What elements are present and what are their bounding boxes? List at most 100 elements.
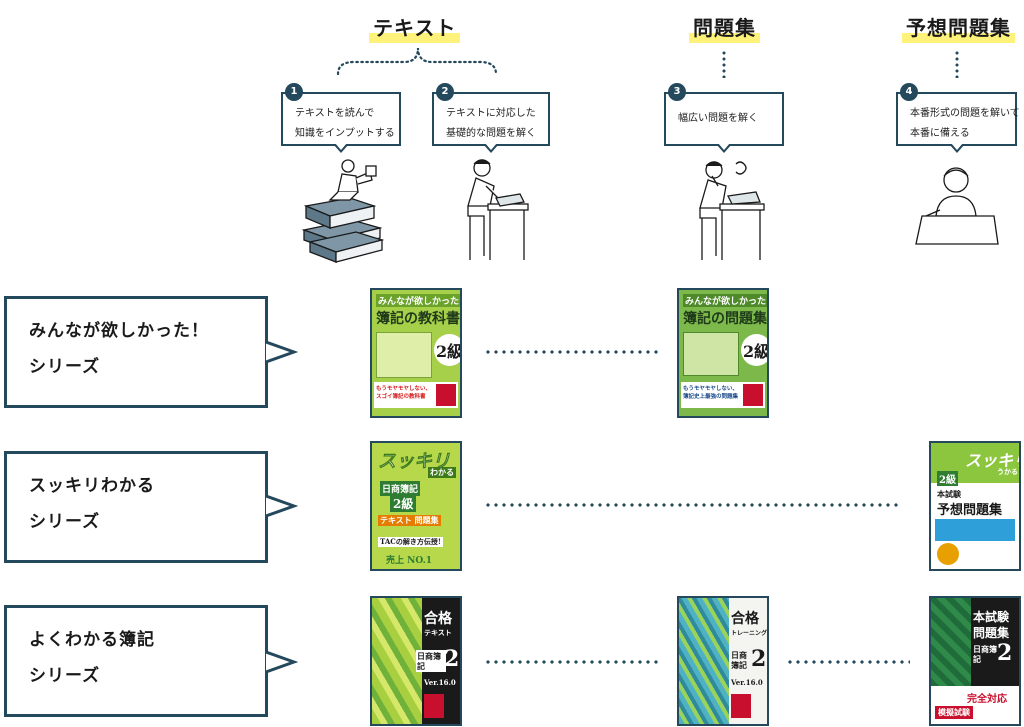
book-sukkiri-text-band: TACの解き方伝授! (378, 537, 443, 547)
step-2-line2: 基礎的な問題を解く (446, 128, 536, 139)
book-yoku-problems-pattern (679, 598, 729, 724)
dots-minna-row (484, 350, 660, 354)
book-minna-text-badge (436, 384, 456, 406)
book-yoku-text-ver: Ver.16.0 (424, 678, 456, 687)
book-sukkiri-text-grade: 2級 (390, 495, 417, 512)
book-sukkiri-text-bottom: 売上 NO.1 (386, 556, 433, 566)
step-4-line1: 本番形式の問題を解いて (910, 108, 1020, 119)
step-4-line2: 本番に備える (910, 128, 970, 139)
step-1-line1: テキストを読んで (295, 108, 375, 119)
book-yoku-problems[interactable]: 合格 トレーニング 日商簿記 2 Ver.16.0 (677, 596, 769, 726)
book-yoku-text-sub: テキスト (424, 628, 452, 637)
book-sukkiri-text-tags: テキスト 問題集 (378, 515, 441, 526)
book-sukkiri-text-top: スッキリ (378, 451, 451, 473)
step-number-2: 2 (436, 83, 454, 101)
book-sukkiri-text[interactable]: スッキリ わかる 日商簿記 2級 テキスト 問題集 TACの解き方伝授! 売上 … (370, 441, 462, 571)
book-yoku-text-grade: 2 (444, 646, 460, 672)
column-header-predicted-label: 予想問題集 (906, 16, 1011, 40)
series-arrow-yoku (266, 650, 298, 674)
book-minna-text[interactable]: みんなが欲しかった 簿記の教科書 2級 もうモヤモヤしない、スゴイ簿記の教科書 (370, 288, 462, 418)
reading-person-on-books-illustration (301, 159, 385, 263)
book-minna-text-band-text: もうモヤモヤしない、スゴイ簿記の教科書 (376, 386, 431, 400)
book-minna-problems-panel (683, 332, 739, 376)
book-sukkiri-text-title: 日商簿記 (380, 481, 421, 496)
book-sukkiri-text-sub: わかる (428, 467, 456, 478)
book-yoku-predicted-band: 完全対応 模擬試験 (931, 686, 1019, 724)
series-box-yoku: よくわかる簿記 シリーズ (4, 605, 268, 717)
book-sukkiri-predicted-title: 予想問題集 (937, 503, 1003, 518)
series-yoku-line1: よくわかる簿記 (29, 630, 155, 650)
book-minna-problems-grade: 2級 (741, 334, 767, 366)
column-header-problems-label: 問題集 (693, 16, 756, 40)
step-box-4: 本番形式の問題を解いて 本番に備える (896, 92, 1020, 153)
book-minna-text-grade: 2級 (434, 334, 460, 366)
book-yoku-predicted-panel (971, 598, 1019, 686)
book-yoku-problems-sub: トレーニング (731, 630, 768, 637)
book-yoku-predicted-band-text: 完全対応 (967, 694, 1007, 705)
book-yoku-problems-grade: 2 (751, 646, 767, 672)
person-taking-test-illustration (915, 167, 999, 245)
book-yoku-text-badge (424, 694, 444, 718)
book-minna-text-panel (376, 332, 432, 378)
step-box-3: 幅広い問題を解く (664, 92, 784, 153)
series-minna-line1: みんなが欲しかった！ (29, 321, 209, 341)
book-yoku-text[interactable]: 合格 テキスト 日商簿記 2 Ver.16.0 (370, 596, 462, 726)
book-yoku-problems-title: 合格 (731, 611, 759, 627)
book-yoku-predicted-sub: 問題集 (973, 626, 1010, 640)
book-yoku-problems-ver: Ver.16.0 (731, 678, 763, 687)
book-yoku-problems-badge (731, 694, 751, 718)
column-header-text: テキスト (369, 12, 461, 43)
step-number-1: 1 (285, 83, 303, 101)
dots-yoku-row-2 (786, 660, 910, 664)
series-yoku-line2: シリーズ (29, 666, 101, 686)
person-writing-at-desk-illustration (467, 159, 529, 260)
series-minna-line2: シリーズ (29, 357, 101, 377)
step-number-3: 3 (668, 83, 686, 101)
series-box-sukkiri: スッキリわかる シリーズ (4, 451, 268, 563)
connector-dots-predicted (955, 50, 959, 78)
dots-sukkiri-row (484, 503, 902, 507)
step-3-line1: 幅広い問題を解く (678, 113, 758, 124)
book-minna-text-band: もうモヤモヤしない、スゴイ簿記の教科書 (374, 382, 458, 408)
step-box-2: テキストに対応した 基礎的な問題を解く (432, 92, 550, 153)
book-sukkiri-predicted-badge (937, 543, 959, 565)
book-sukkiri-predicted-sub: うかる (997, 467, 1018, 476)
series-sukkiri-line1: スッキリわかる (29, 476, 155, 496)
book-yoku-predicted[interactable]: 本試験 問題集 日商簿記 2 完全対応 模擬試験 (929, 596, 1021, 726)
series-arrow-minna (266, 340, 298, 364)
book-minna-problems-band: もうモヤモヤしない、簿記史上最強の問題集 (681, 382, 765, 408)
book-yoku-text-title: 合格 (424, 611, 452, 627)
book-minna-problems-band-text: もうモヤモヤしない、簿記史上最強の問題集 (683, 386, 739, 400)
book-sukkiri-predicted[interactable]: スッキリ うかる 2級 本試験 予想問題集 (929, 441, 1021, 571)
book-sukkiri-predicted-panel (935, 519, 1015, 541)
step-1-line2: 知識をインプットする (295, 128, 395, 139)
book-yoku-predicted-grade: 2 (997, 640, 1013, 666)
book-minna-problems-badge (743, 384, 763, 406)
book-sukkiri-predicted-grade: 2級 (937, 471, 958, 486)
book-minna-text-top: みんなが欲しかった (376, 294, 460, 307)
step-box-1: テキストを読んで 知識をインプットする (281, 92, 401, 153)
book-minna-text-title: 簿記の教科書 (376, 311, 460, 327)
column-header-text-label: テキスト (373, 16, 457, 40)
series-arrow-sukkiri (266, 494, 298, 518)
book-yoku-predicted-title: 本試験 (973, 610, 1010, 624)
book-minna-problems-top: みんなが欲しかった (683, 294, 767, 307)
series-box-minna: みんなが欲しかった！ シリーズ (4, 296, 268, 408)
book-sukkiri-predicted-label: 本試験 (937, 489, 961, 499)
puzzled-person-at-desk-illustration (699, 161, 765, 260)
book-sukkiri-predicted-top: スッキリ (965, 451, 1019, 470)
book-minna-problems[interactable]: みんなが欲しかった 簿記の問題集 2級 もうモヤモヤしない、簿記史上最強の問題集 (677, 288, 769, 418)
column-header-problems: 問題集 (689, 12, 760, 43)
dots-yoku-row-1 (484, 660, 660, 664)
book-yoku-text-name: 日商簿記 (416, 650, 446, 672)
step-2-line1: テキストに対応した (446, 108, 536, 119)
book-minna-problems-title: 簿記の問題集 (683, 311, 767, 327)
connector-dots-problems (722, 50, 726, 78)
book-yoku-problems-name: 日商簿記 (731, 650, 747, 670)
brace-connector (336, 47, 498, 76)
book-yoku-predicted-name: 日商簿記 (973, 644, 997, 664)
step-number-4: 4 (900, 83, 918, 101)
series-sukkiri-line2: シリーズ (29, 512, 101, 532)
book-yoku-predicted-mock: 模擬試験 (935, 706, 973, 719)
book-yoku-text-pattern (372, 598, 422, 724)
